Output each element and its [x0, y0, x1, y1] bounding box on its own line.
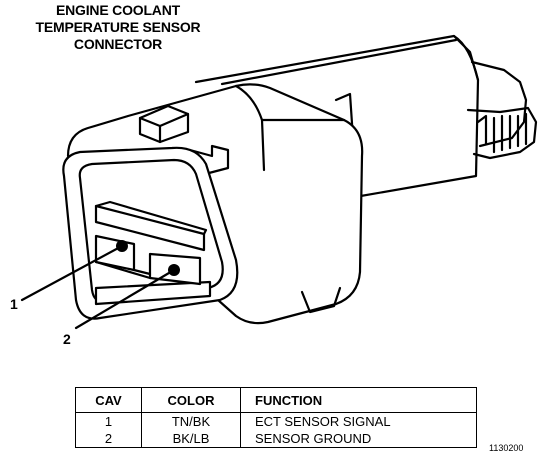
- callout-1: 1: [10, 296, 18, 312]
- cell-color: TN/BK: [141, 412, 241, 430]
- cell-color: BK/LB: [141, 430, 241, 448]
- connector-front-face: [62, 146, 239, 320]
- title-line-2: TEMPERATURE SENSOR: [35, 19, 201, 35]
- table-row: 1 TN/BK ECT SENSOR SIGNAL: [75, 412, 477, 430]
- cell-cav: 2: [75, 430, 142, 448]
- cell-function: SENSOR GROUND: [240, 430, 477, 448]
- terminal-dot-1: [116, 240, 128, 252]
- diagram-title: ENGINE COOLANT TEMPERATURE SENSOR CONNEC…: [0, 2, 236, 53]
- header-function: FUNCTION: [240, 387, 477, 413]
- table-row: 2 BK/LB SENSOR GROUND: [75, 430, 477, 448]
- table-header-row: CAV COLOR FUNCTION: [75, 387, 477, 413]
- leader-line-2: [74, 268, 176, 330]
- pinout-table: CAV COLOR FUNCTION 1 TN/BK ECT SENSOR SI…: [75, 387, 477, 448]
- title-line-3: CONNECTOR: [73, 36, 163, 52]
- figure-id: 1130200: [489, 443, 524, 453]
- leader-line-1: [20, 244, 124, 302]
- callout-2: 2: [63, 331, 71, 347]
- title-line-1: ENGINE COOLANT: [56, 2, 180, 18]
- terminal-dot-2: [168, 264, 180, 276]
- cell-cav: 1: [75, 412, 142, 430]
- header-cav: CAV: [75, 387, 142, 413]
- cell-function: ECT SENSOR SIGNAL: [240, 412, 477, 430]
- header-color: COLOR: [141, 387, 241, 413]
- terminal-rail-upper: [94, 204, 206, 252]
